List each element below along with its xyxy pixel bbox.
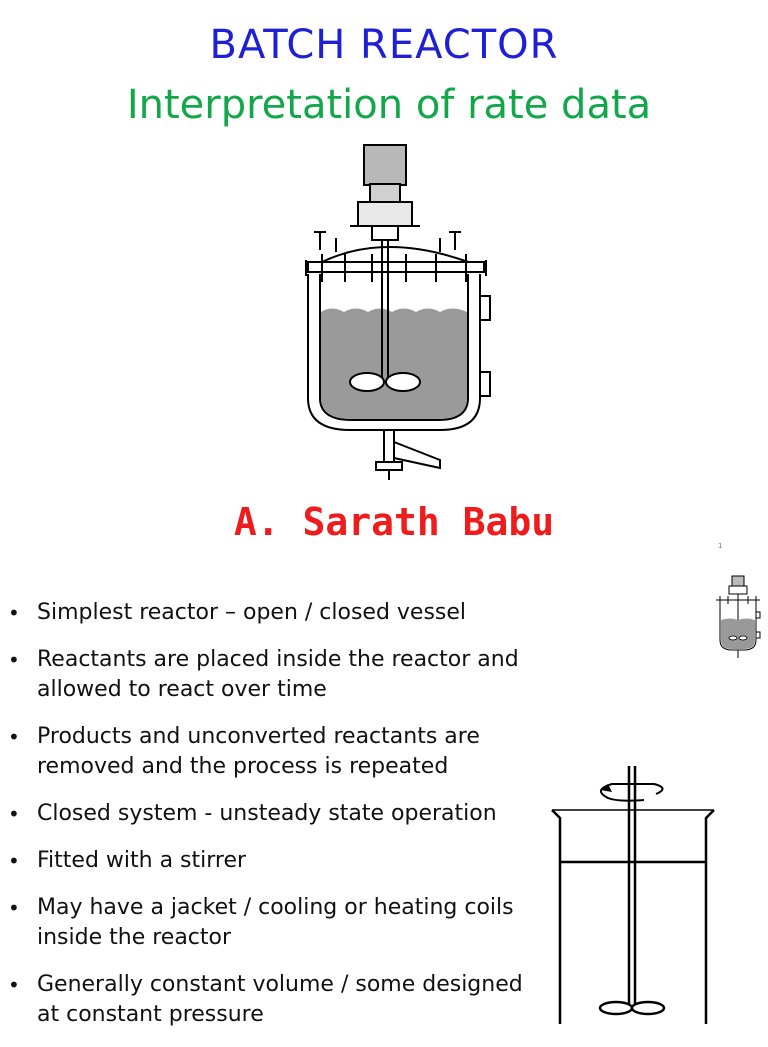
bullet-list: Simplest reactor – open / closed vessel … — [8, 598, 548, 1047]
bullet-item: Generally constant volume / some designe… — [8, 970, 548, 1030]
slide-page-number: 1 — [718, 542, 723, 550]
bullet-item: Fitted with a stirrer — [8, 846, 548, 876]
slide-title: BATCH REACTOR — [209, 22, 559, 68]
author-name: A. Sarath Babu — [233, 500, 555, 544]
stirred-beaker-diagram — [551, 766, 715, 1024]
bullet-item: Simplest reactor – open / closed vessel — [8, 598, 548, 628]
bullet-item: Closed system - unsteady state operation — [8, 799, 548, 829]
batch-reactor-diagram — [305, 144, 491, 480]
bullet-item: Products and unconverted reactants are r… — [8, 722, 548, 782]
bullet-item: May have a jacket / cooling or heating c… — [8, 893, 548, 953]
bullet-item: Reactants are placed inside the reactor … — [8, 645, 548, 705]
reactor-thumbnail — [716, 575, 761, 658]
slide-subtitle: Interpretation of rate data — [126, 82, 652, 128]
